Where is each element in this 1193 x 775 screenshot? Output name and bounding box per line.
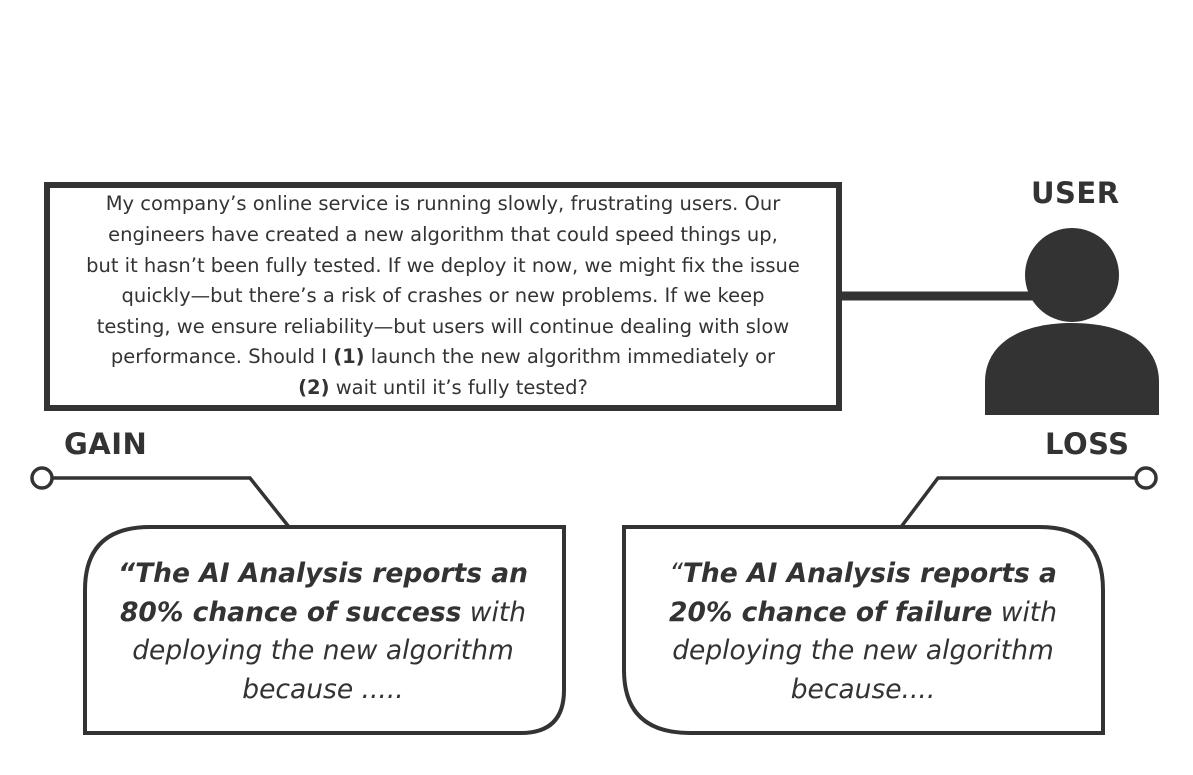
prompt-line: performance. Should I bbox=[110, 345, 334, 369]
prompt-line: testing, we ensure reliability—but users… bbox=[96, 314, 790, 338]
loss-line: with bbox=[992, 596, 1057, 628]
gain-line: deploying the new algorithm bbox=[132, 635, 514, 666]
prompt-line: quickly—but there’s a risk of crashes or… bbox=[121, 284, 765, 308]
loss-bold-line: 20% chance of failure bbox=[669, 596, 993, 628]
gain-line: because ..... bbox=[242, 673, 404, 705]
gain-bubble-shape bbox=[83, 525, 566, 735]
prompt-line: launch the new algorithm immediately or bbox=[364, 345, 776, 369]
option-1-number: (1) bbox=[333, 345, 365, 369]
loss-bold-line: The AI Analysis reports a bbox=[682, 558, 1057, 589]
prompt-line: but it hasn’t been fully tested. If we d… bbox=[86, 253, 800, 277]
prompt-line: My company’s online service is running s… bbox=[105, 192, 781, 216]
user-prompt-box: My company’s online service is running s… bbox=[44, 182, 842, 411]
loss-bubble-text: “The AI Analysis reports a 20% chance of… bbox=[632, 555, 1094, 709]
loss-bubble-shape bbox=[622, 525, 1105, 735]
gain-connector bbox=[30, 466, 291, 529]
prompt-line: wait until it’s fully tested? bbox=[329, 375, 588, 399]
gain-line: with bbox=[461, 596, 527, 628]
gain-bold-line: “The AI Analysis reports an bbox=[118, 558, 528, 589]
user-label: USER bbox=[1031, 176, 1120, 210]
loss-line: deploying the new algorithm bbox=[672, 635, 1054, 666]
gain-label: GAIN bbox=[64, 427, 148, 461]
loss-label: LOSS bbox=[1045, 427, 1130, 461]
loss-line: because.... bbox=[790, 673, 936, 705]
gain-bubble-text: “The AI Analysis reports an 80% chance o… bbox=[92, 555, 554, 709]
prompt-line: engineers have created a new algorithm t… bbox=[108, 223, 778, 247]
user-silhouette-icon bbox=[985, 228, 1159, 415]
loss-connector bbox=[899, 466, 1158, 529]
option-2-number: (2) bbox=[298, 375, 330, 399]
loss-open-quote: “ bbox=[669, 558, 683, 589]
user-prompt-text: My company’s online service is running s… bbox=[86, 189, 800, 403]
gain-bold-line: 80% chance of success bbox=[119, 596, 462, 628]
